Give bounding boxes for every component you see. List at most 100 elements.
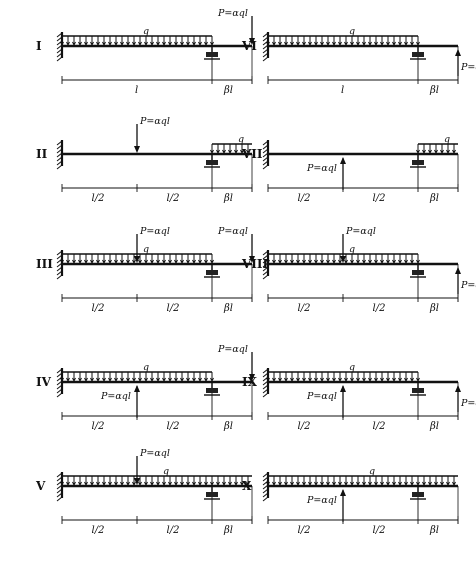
dimension-half: l/2 [167,303,180,314]
wall-hatch [56,372,63,378]
wall-hatch [262,266,269,272]
load-arrow-head [228,149,232,154]
load-arrow-head [314,481,318,486]
wall-hatch [262,48,269,54]
load-arrow-head [356,481,360,486]
load-arrow-head [386,377,390,382]
wall-hatch [262,376,269,382]
force-arrow-head [134,478,140,485]
load-arrow-head [60,41,64,46]
load-arrow-head [96,377,100,382]
load-arrow-head [132,481,136,486]
diagram-numeral: V [35,479,46,493]
dimension-beta: βl [223,525,233,536]
load-arrow-head [240,149,244,154]
wall-hatch [56,266,63,272]
load-arrow-head [210,259,214,264]
wall-hatch [56,484,63,490]
wall-hatch [56,140,63,146]
force-label: P=αql [139,448,170,459]
load-arrow-head [144,41,148,46]
diagram-numeral: III [36,257,53,271]
load-arrow-head [392,481,396,486]
load-arrow-head [204,259,208,264]
load-arrow-head [416,259,420,264]
wall-hatch [56,36,63,42]
load-arrow-head [296,481,300,486]
load-arrow-head [120,481,124,486]
load-arrow-head [222,481,226,486]
load-arrow-head [416,149,420,154]
load-arrow-head [210,377,214,382]
load-label-q: q [143,362,149,373]
load-arrow-head [192,377,196,382]
load-arrow-head [174,377,178,382]
wall-hatch [56,258,63,264]
wall-hatch [56,52,63,58]
load-arrow-head [66,41,70,46]
dimension-half: l/2 [167,525,180,536]
diagram-numeral: VI [241,39,257,53]
load-arrow-head [114,481,118,486]
wall-hatch [262,148,269,154]
dimension-half: l/2 [298,303,311,314]
support-block [412,160,424,165]
load-arrow-head [368,259,372,264]
load-arrow-head [272,41,276,46]
load-arrow-head [272,259,276,264]
wall-hatch [56,144,63,150]
load-arrow-head [180,481,184,486]
load-arrow-head [272,481,276,486]
wall-hatch [56,156,63,162]
wall-hatch [262,368,269,374]
load-arrow-head [332,377,336,382]
load-arrow-head [344,41,348,46]
load-arrow-head [320,259,324,264]
load-arrow-head [308,259,312,264]
load-arrow-head [428,481,432,486]
load-arrow-head [350,259,354,264]
load-label-q: q [349,26,355,37]
wall-hatch [262,32,269,38]
load-arrow-head [120,377,124,382]
load-arrow-head [410,41,414,46]
load-arrow-head [108,481,112,486]
force-label: P=αql [217,8,248,19]
load-arrow-head [60,259,64,264]
load-arrow-head [350,41,354,46]
load-arrow-head [338,41,342,46]
load-arrow-head [380,41,384,46]
wall-hatch [262,152,269,158]
load-arrow-head [362,41,366,46]
load-arrow-head [120,259,124,264]
load-arrow-head [296,259,300,264]
load-arrow-head [192,259,196,264]
dimension-beta: βl [429,525,439,536]
load-arrow-head [222,149,226,154]
load-arrow-head [290,259,294,264]
wall-hatch [262,164,269,170]
load-arrow-head [266,377,270,382]
dimension-beta: βl [223,303,233,314]
load-arrow-head [302,377,306,382]
dimension-half: l/2 [298,193,311,204]
load-arrow-head [162,481,166,486]
load-label-q: q [444,134,450,145]
support-block [206,52,218,57]
load-arrow-head [404,377,408,382]
load-arrow-head [290,481,294,486]
dimension-beta: βl [223,421,233,432]
load-arrow-head [72,481,76,486]
load-arrow-head [144,377,148,382]
dimension-half: l/2 [167,421,180,432]
wall-hatch [262,274,269,280]
wall-hatch [56,476,63,482]
load-arrow-head [398,481,402,486]
load-arrow-head [362,259,366,264]
load-arrow-head [332,481,336,486]
load-arrow-head [204,481,208,486]
load-arrow-head [174,259,178,264]
